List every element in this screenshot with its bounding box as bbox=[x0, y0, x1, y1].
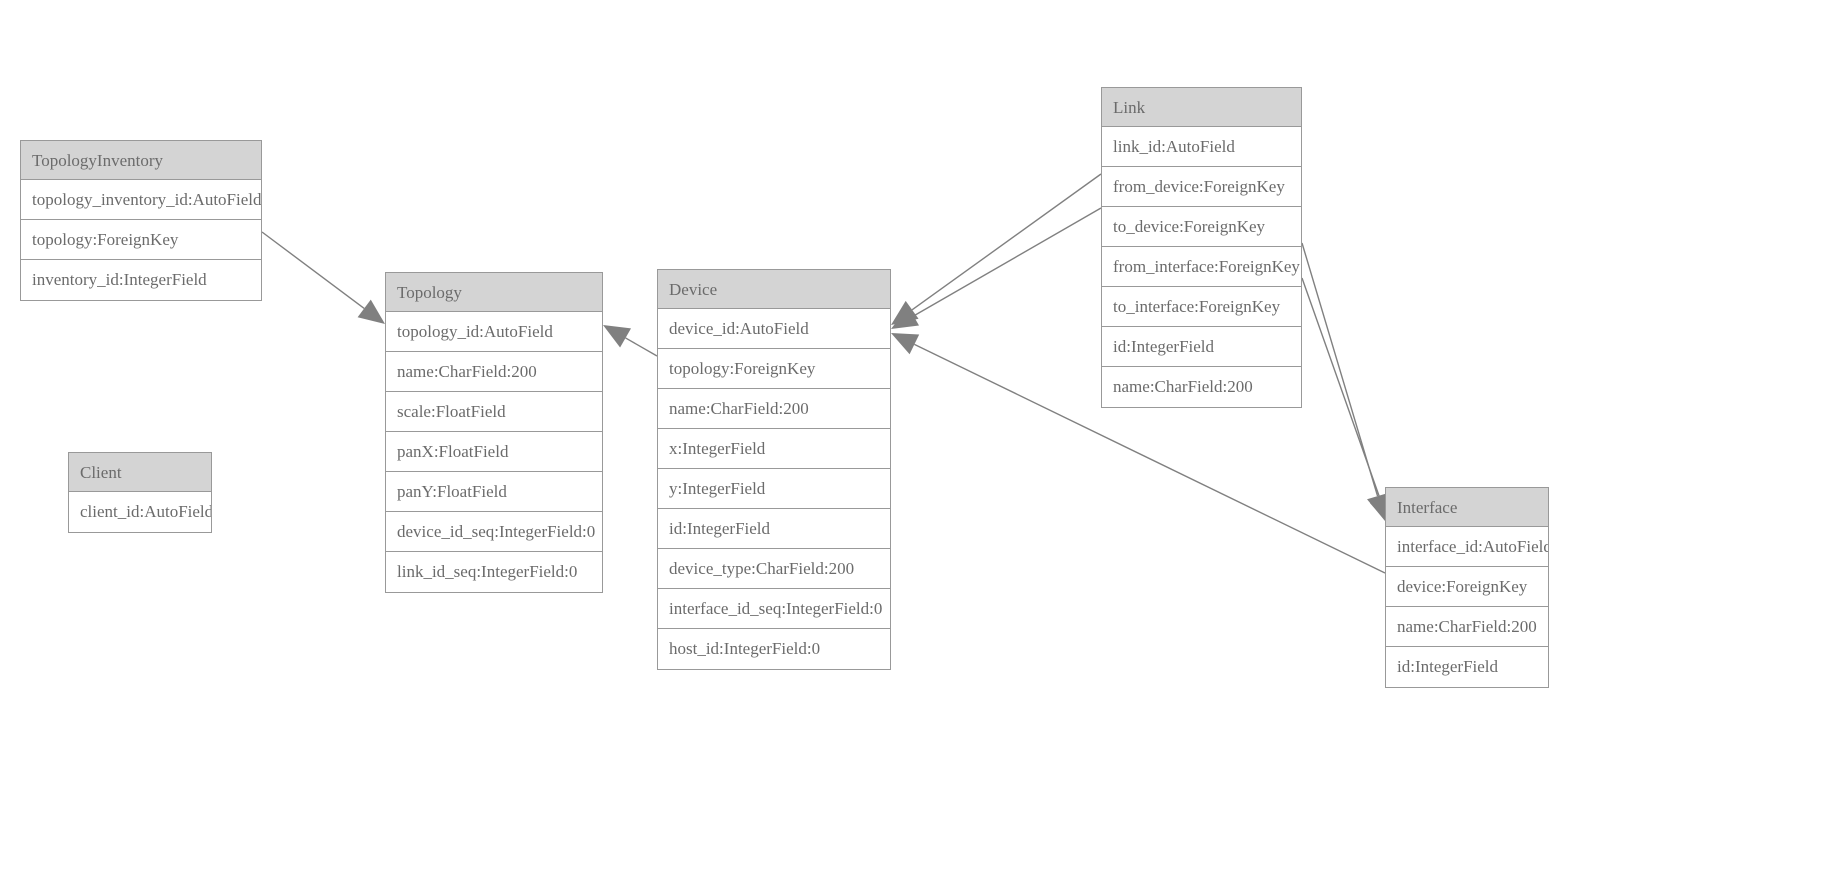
relationship-line bbox=[625, 337, 658, 357]
entity-field: id:IntegerField bbox=[1386, 647, 1548, 687]
entity-field: device:ForeignKey bbox=[1386, 567, 1548, 607]
entity-field: topology_inventory_id:AutoField bbox=[21, 180, 261, 220]
entity-field: client_id:AutoField bbox=[69, 492, 211, 532]
entity-field: name:CharField:200 bbox=[1386, 607, 1548, 647]
entity-title-topology: Topology bbox=[386, 273, 602, 312]
relationship-arrowhead bbox=[891, 300, 919, 325]
entity-field: id:IntegerField bbox=[1102, 327, 1301, 367]
entity-field: name:CharField:200 bbox=[658, 389, 890, 429]
relationship-line bbox=[1301, 277, 1381, 500]
relationship-arrowhead bbox=[891, 333, 920, 355]
entity-field: id:IntegerField bbox=[658, 509, 890, 549]
rel-link-from-device bbox=[891, 173, 1102, 325]
entity-title-device: Device bbox=[658, 270, 890, 309]
rel-link-to-interface bbox=[1301, 277, 1391, 524]
entity-title-client: Client bbox=[69, 453, 211, 492]
entity-field: link_id:AutoField bbox=[1102, 127, 1301, 167]
relationship-arrowhead bbox=[891, 306, 920, 329]
entity-field: interface_id_seq:IntegerField:0 bbox=[658, 589, 890, 629]
entity-field: device_type:CharField:200 bbox=[658, 549, 890, 589]
entity-field: y:IntegerField bbox=[658, 469, 890, 509]
entity-field: topology_id:AutoField bbox=[386, 312, 602, 352]
relationship-line bbox=[911, 173, 1102, 311]
entity-title-topologyinventory: TopologyInventory bbox=[21, 141, 261, 180]
entity-field: interface_id:AutoField bbox=[1386, 527, 1548, 567]
rel-link-to-device bbox=[891, 207, 1102, 329]
entity-field: topology:ForeignKey bbox=[21, 220, 261, 260]
entity-title-interface: Interface bbox=[1386, 488, 1548, 527]
entity-field: inventory_id:IntegerField bbox=[21, 260, 261, 300]
entity-field: to_device:ForeignKey bbox=[1102, 207, 1301, 247]
relationship-line bbox=[913, 207, 1102, 317]
entity-field: from_interface:ForeignKey bbox=[1102, 247, 1301, 287]
entity-field: to_interface:ForeignKey bbox=[1102, 287, 1301, 327]
relationship-line bbox=[261, 231, 365, 309]
entity-field: device_id:AutoField bbox=[658, 309, 890, 349]
entity-field: link_id_seq:IntegerField:0 bbox=[386, 552, 602, 592]
entity-field: scale:FloatField bbox=[386, 392, 602, 432]
entity-title-link: Link bbox=[1102, 88, 1301, 127]
entity-field: device_id_seq:IntegerField:0 bbox=[386, 512, 602, 552]
entity-field: name:CharField:200 bbox=[1102, 367, 1301, 407]
relationship-arrowhead bbox=[603, 325, 632, 348]
entity-field: from_device:ForeignKey bbox=[1102, 167, 1301, 207]
rel-link-from-interface bbox=[1301, 242, 1389, 521]
entity-field: panX:FloatField bbox=[386, 432, 602, 472]
entity-field: topology:ForeignKey bbox=[658, 349, 890, 389]
entity-field: x:IntegerField bbox=[658, 429, 890, 469]
relationship-line bbox=[1301, 242, 1379, 497]
entity-field: host_id:IntegerField:0 bbox=[658, 629, 890, 669]
entity-field: name:CharField:200 bbox=[386, 352, 602, 392]
rel-topologyinventory-topology bbox=[261, 231, 385, 324]
entity-field: panY:FloatField bbox=[386, 472, 602, 512]
rel-device-topology bbox=[603, 325, 658, 357]
relationship-arrowhead bbox=[357, 299, 385, 324]
